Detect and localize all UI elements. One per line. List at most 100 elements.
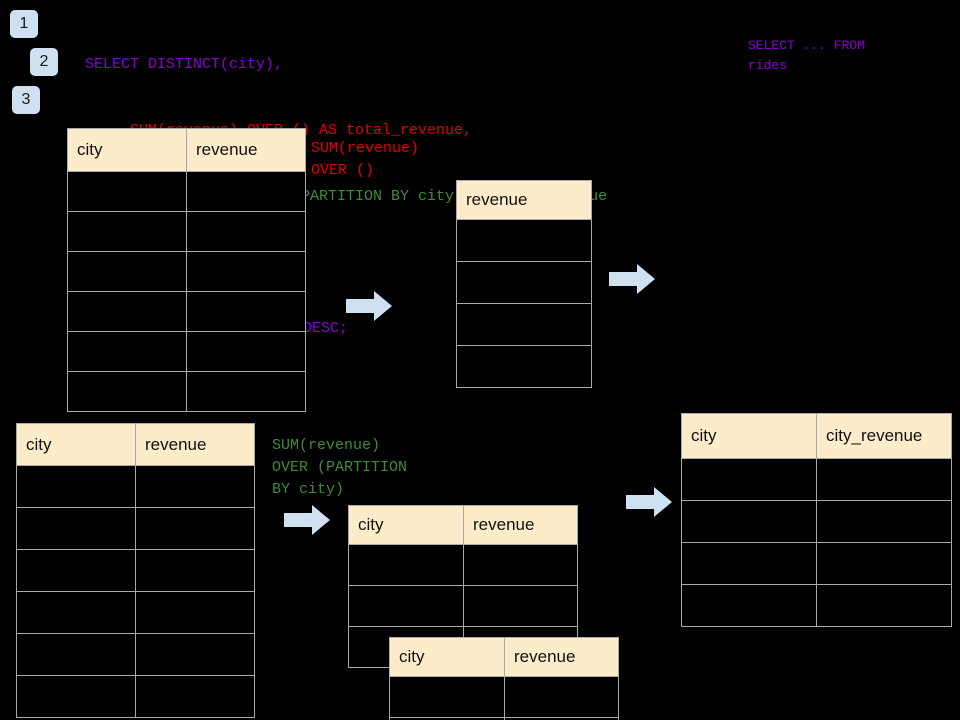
table-header-row: revenue bbox=[456, 180, 592, 220]
table-row bbox=[681, 458, 952, 501]
column-header-revenue: revenue bbox=[456, 180, 592, 220]
table-header-row: city city_revenue bbox=[681, 413, 952, 459]
cell-revenue bbox=[186, 211, 306, 252]
step-badge-2[interactable]: 2 bbox=[30, 48, 58, 76]
right-arrow-icon bbox=[346, 291, 392, 321]
cell-city bbox=[681, 584, 817, 627]
table-row bbox=[16, 465, 255, 508]
table-row bbox=[16, 507, 255, 550]
column-header-revenue: revenue bbox=[463, 505, 578, 545]
table-row bbox=[67, 251, 306, 292]
table-row bbox=[67, 291, 306, 332]
table-row bbox=[67, 171, 306, 212]
table-header-row: city revenue bbox=[348, 505, 578, 545]
cell-revenue bbox=[135, 507, 255, 550]
rides-table-bottom: city revenue bbox=[16, 423, 255, 718]
cell-revenue bbox=[456, 219, 592, 262]
cell-city bbox=[67, 251, 187, 292]
annotation-sum-over-empty: SUM(revenue) OVER () bbox=[311, 140, 420, 179]
table-row bbox=[681, 542, 952, 585]
cell-city bbox=[348, 544, 464, 586]
cell-city bbox=[67, 331, 187, 372]
annotation-sum-over-partition: SUM(revenue) OVER (PARTITION BY city) bbox=[272, 437, 408, 498]
table-row bbox=[681, 500, 952, 543]
cell-city bbox=[67, 171, 187, 212]
table-body bbox=[389, 676, 619, 720]
cell-revenue bbox=[504, 676, 619, 718]
cell-revenue bbox=[456, 345, 592, 388]
step-badge-1[interactable]: 1 bbox=[10, 10, 38, 38]
table-row bbox=[348, 585, 578, 627]
column-header-revenue: revenue bbox=[504, 637, 619, 677]
cell-city bbox=[681, 500, 817, 543]
sql-line-select: SELECT DISTINCT(city), bbox=[85, 56, 284, 73]
cell-revenue bbox=[186, 171, 306, 212]
cell-city bbox=[67, 371, 187, 412]
cell-city bbox=[681, 542, 817, 585]
table-row bbox=[456, 219, 592, 262]
cell-city-revenue bbox=[816, 584, 952, 627]
column-header-revenue: revenue bbox=[135, 423, 255, 466]
cell-revenue bbox=[135, 549, 255, 592]
table-row bbox=[67, 211, 306, 252]
column-header-city: city bbox=[67, 128, 187, 172]
cell-city bbox=[67, 211, 187, 252]
arrow-top-1 bbox=[346, 291, 392, 321]
table-row bbox=[16, 675, 255, 718]
cell-revenue bbox=[135, 675, 255, 718]
cell-revenue bbox=[135, 633, 255, 676]
cell-revenue bbox=[456, 261, 592, 304]
column-header-city-revenue: city_revenue bbox=[816, 413, 952, 459]
cell-revenue bbox=[135, 591, 255, 634]
city-revenue-table: city city_revenue bbox=[681, 413, 952, 627]
cell-revenue bbox=[186, 251, 306, 292]
table-row bbox=[456, 345, 592, 388]
cell-revenue bbox=[463, 585, 578, 627]
table-row bbox=[348, 544, 578, 586]
table-body bbox=[681, 458, 952, 627]
cell-city bbox=[348, 585, 464, 627]
right-arrow-icon bbox=[284, 505, 330, 535]
cell-city-revenue bbox=[816, 542, 952, 585]
table-header-row: city revenue bbox=[389, 637, 619, 677]
table-header-row: city revenue bbox=[67, 128, 306, 172]
cell-city bbox=[16, 507, 136, 550]
arrow-bottom-1 bbox=[284, 505, 330, 535]
column-header-city: city bbox=[389, 637, 505, 677]
cell-city bbox=[16, 465, 136, 508]
right-arrow-icon bbox=[626, 487, 672, 517]
cell-city-revenue bbox=[816, 500, 952, 543]
table-row bbox=[389, 676, 619, 718]
table-body bbox=[456, 219, 592, 388]
cell-revenue bbox=[504, 717, 619, 720]
cell-revenue bbox=[456, 303, 592, 346]
partition-table-front: city revenue bbox=[389, 637, 619, 720]
cell-revenue bbox=[135, 465, 255, 508]
arrow-bottom-2 bbox=[626, 487, 672, 517]
table-row bbox=[456, 261, 592, 304]
table-row bbox=[456, 303, 592, 346]
table-row bbox=[389, 717, 619, 720]
table-body bbox=[67, 171, 306, 412]
table-row bbox=[67, 331, 306, 372]
table-row bbox=[16, 591, 255, 634]
total-revenue-table: revenue bbox=[456, 180, 592, 388]
cell-revenue bbox=[186, 331, 306, 372]
rides-table-top: city revenue bbox=[67, 128, 306, 412]
column-header-city: city bbox=[16, 423, 136, 466]
cell-revenue bbox=[186, 371, 306, 412]
table-row bbox=[16, 549, 255, 592]
cell-city bbox=[16, 549, 136, 592]
cell-city bbox=[16, 675, 136, 718]
cell-revenue bbox=[186, 291, 306, 332]
annotation-subquery: SELECT ... FROM rides bbox=[748, 38, 866, 73]
table-body bbox=[16, 465, 255, 718]
table-row bbox=[16, 633, 255, 676]
step-badge-3[interactable]: 3 bbox=[12, 86, 40, 114]
cell-city-revenue bbox=[816, 458, 952, 501]
table-row bbox=[681, 584, 952, 627]
table-header-row: city revenue bbox=[16, 423, 255, 466]
column-header-city: city bbox=[681, 413, 817, 459]
column-header-revenue: revenue bbox=[186, 128, 306, 172]
